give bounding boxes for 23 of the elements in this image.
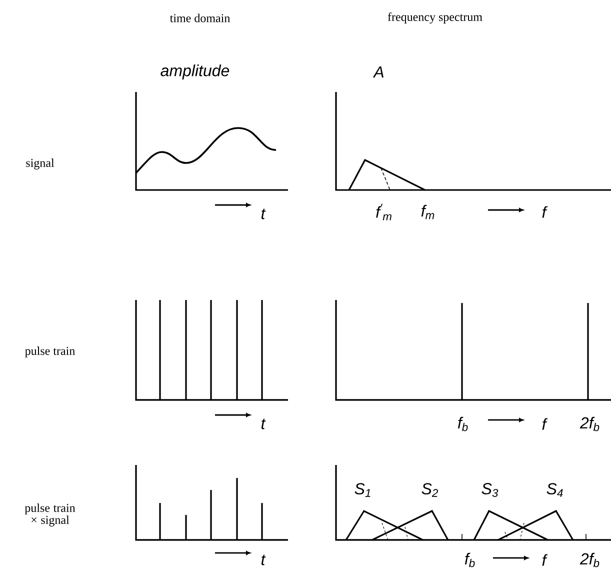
spectrum-label: S$_{1}$ xyxy=(354,483,370,497)
frequency-label: f$_{b}$ xyxy=(464,552,475,568)
spectrum-label: S$_{4}$ xyxy=(546,483,563,497)
frequency-label: f$_{m}$ xyxy=(421,204,434,220)
row-label: pulse train × signal xyxy=(24,504,76,526)
frequency-label: 2f$_{b}$ xyxy=(580,552,600,568)
axis-label: f xyxy=(542,206,548,218)
row-label: pulse train xyxy=(25,346,75,358)
axis-label: f xyxy=(542,554,548,566)
axis-label: A xyxy=(372,66,384,78)
spectrum-label: S$_{3}$ xyxy=(482,483,498,497)
axis-label: f xyxy=(542,418,548,430)
column-heading: frequency spectrum xyxy=(388,12,482,24)
axis-label: t xyxy=(262,208,266,220)
row-label: signal xyxy=(26,158,54,170)
axis-label: t xyxy=(262,554,266,566)
frequency-label: 2f$_{b}$ xyxy=(580,416,600,432)
frequency-label: f$_{b}$ xyxy=(458,416,468,432)
frequency-label: f$^{'}$m xyxy=(376,204,392,220)
axis-label: t xyxy=(262,418,266,430)
spectrum-label: S$_{2}$ xyxy=(422,483,438,497)
column-heading: time domain xyxy=(170,14,230,22)
axis-label: amplitude xyxy=(160,64,230,80)
